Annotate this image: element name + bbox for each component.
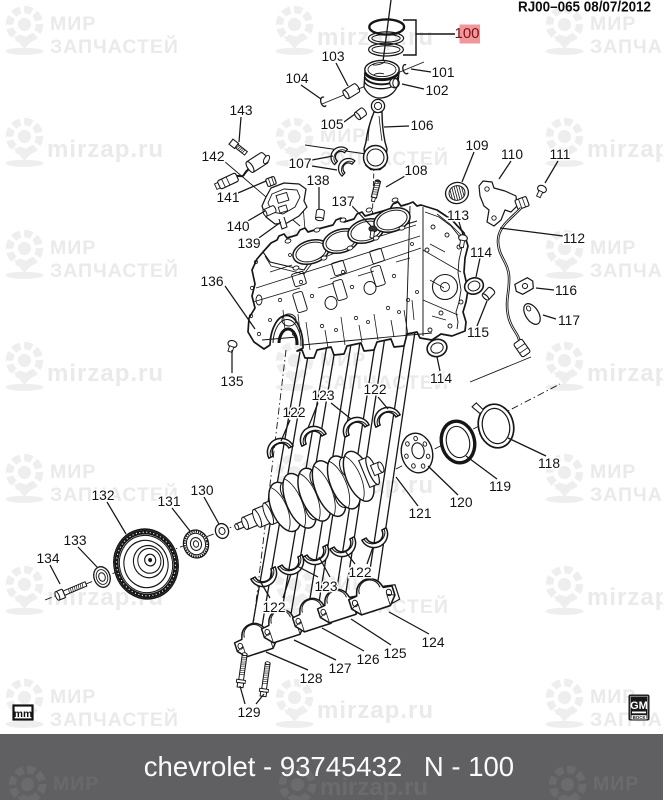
svg-text:143: 143 (229, 103, 252, 118)
svg-text:110: 110 (501, 147, 523, 162)
svg-text:123: 123 (311, 388, 334, 403)
svg-text:138: 138 (306, 173, 329, 188)
svg-text:108: 108 (404, 163, 427, 178)
svg-text:МИР: МИР (590, 686, 636, 708)
svg-text:105: 105 (320, 117, 343, 132)
svg-text:mirzap.ru: mirzap.ru (317, 697, 434, 724)
svg-text:МИР: МИР (320, 125, 366, 147)
svg-text:mirzap.ru: mirzap.ru (47, 136, 164, 163)
svg-text:МИР: МИР (593, 773, 639, 795)
svg-text:140: 140 (226, 219, 249, 234)
svg-text:128: 128 (299, 671, 322, 686)
svg-text:mirzap.ru: mirzap.ru (320, 774, 428, 800)
svg-text:103: 103 (321, 49, 344, 64)
svg-text:ЗАПЧАСТЕЙ: ЗАПЧАСТЕЙ (50, 707, 179, 731)
svg-text:N - 100: N - 100 (424, 751, 514, 782)
svg-text:chevrolet - 93745432: chevrolet - 93745432 (144, 751, 402, 782)
svg-text:МИР: МИР (50, 237, 96, 259)
svg-text:ЗАПЧАСТЕЙ: ЗАПЧАСТЕЙ (320, 370, 449, 394)
svg-text:109: 109 (465, 138, 488, 153)
svg-text:ВОСК: ВОСК (633, 715, 646, 720)
svg-text:114: 114 (430, 371, 452, 386)
svg-text:129: 129 (237, 705, 260, 720)
svg-text:mm: mm (14, 708, 33, 720)
svg-text:133: 133 (63, 533, 86, 548)
svg-text:GM: GM (630, 700, 648, 712)
svg-text:122: 122 (348, 565, 371, 580)
svg-text:111: 111 (550, 147, 571, 162)
svg-text:104: 104 (285, 71, 308, 86)
svg-text:120: 120 (449, 495, 472, 510)
svg-text:ЗАПЧАСТЕЙ: ЗАПЧАСТЕЙ (590, 482, 663, 506)
svg-text:123: 123 (314, 579, 337, 594)
svg-text:RJ00–065 08/07/2012: RJ00–065 08/07/2012 (518, 0, 651, 16)
svg-text:113: 113 (447, 208, 469, 223)
svg-text:mirzap.ru: mirzap.ru (587, 136, 663, 163)
svg-text:124: 124 (421, 635, 444, 650)
svg-text:132: 132 (91, 488, 114, 503)
svg-text:107: 107 (288, 156, 311, 171)
svg-text:МИР: МИР (590, 13, 636, 35)
svg-text:МИР: МИР (50, 461, 96, 483)
svg-text:106: 106 (410, 118, 433, 133)
svg-text:134: 134 (36, 551, 59, 566)
svg-text:125: 125 (383, 646, 406, 661)
svg-text:102: 102 (425, 83, 448, 98)
svg-text:115: 115 (467, 325, 489, 340)
svg-text:МИР: МИР (50, 13, 96, 35)
svg-text:131: 131 (157, 494, 180, 509)
svg-text:МИР: МИР (590, 461, 636, 483)
svg-text:116: 116 (555, 283, 577, 298)
svg-text:МИР: МИР (320, 349, 366, 371)
svg-text:139: 139 (237, 236, 260, 251)
svg-text:135: 135 (220, 374, 243, 389)
svg-text:141: 141 (216, 190, 239, 205)
svg-text:ЗАПЧАСТЕЙ: ЗАПЧАСТЕЙ (590, 258, 663, 282)
svg-text:118: 118 (538, 456, 560, 471)
svg-text:МИР: МИР (590, 237, 636, 259)
svg-text:112: 112 (563, 231, 585, 246)
svg-text:122: 122 (363, 382, 386, 397)
svg-text:МИР: МИР (320, 573, 366, 595)
svg-text:122: 122 (262, 600, 285, 615)
svg-text:ЗАПЧАСТЕЙ: ЗАПЧАСТЕЙ (50, 482, 179, 506)
svg-text:МИР: МИР (53, 773, 99, 795)
svg-text:127: 127 (328, 661, 351, 676)
svg-text:137: 137 (331, 194, 354, 209)
svg-text:mirzap.ru: mirzap.ru (47, 360, 164, 387)
svg-text:130: 130 (190, 483, 213, 498)
svg-text:ЗАПЧАСТЕЙ: ЗАПЧАСТЕЙ (50, 258, 179, 282)
svg-text:МИР: МИР (50, 686, 96, 708)
svg-text:136: 136 (200, 274, 223, 289)
svg-text:117: 117 (558, 313, 580, 328)
svg-text:100: 100 (454, 25, 479, 42)
svg-text:126: 126 (356, 652, 379, 667)
svg-text:119: 119 (489, 479, 511, 494)
svg-text:122: 122 (282, 405, 305, 420)
svg-text:ЗАПЧАСТЕЙ: ЗАПЧАСТЕЙ (50, 34, 179, 58)
svg-text:mirzap.ru: mirzap.ru (587, 584, 663, 611)
svg-text:mirzap.ru: mirzap.ru (587, 360, 663, 387)
svg-text:121: 121 (408, 506, 431, 521)
svg-text:ЗАПЧАСТЕЙ: ЗАПЧАСТЕЙ (590, 707, 663, 731)
svg-text:mirzap.ru: mirzap.ru (317, 24, 434, 51)
svg-text:ЗАПЧАСТЕЙ: ЗАПЧАСТЕЙ (590, 34, 663, 58)
svg-text:142: 142 (201, 149, 224, 164)
svg-text:114: 114 (470, 245, 492, 260)
svg-text:101: 101 (431, 65, 454, 80)
